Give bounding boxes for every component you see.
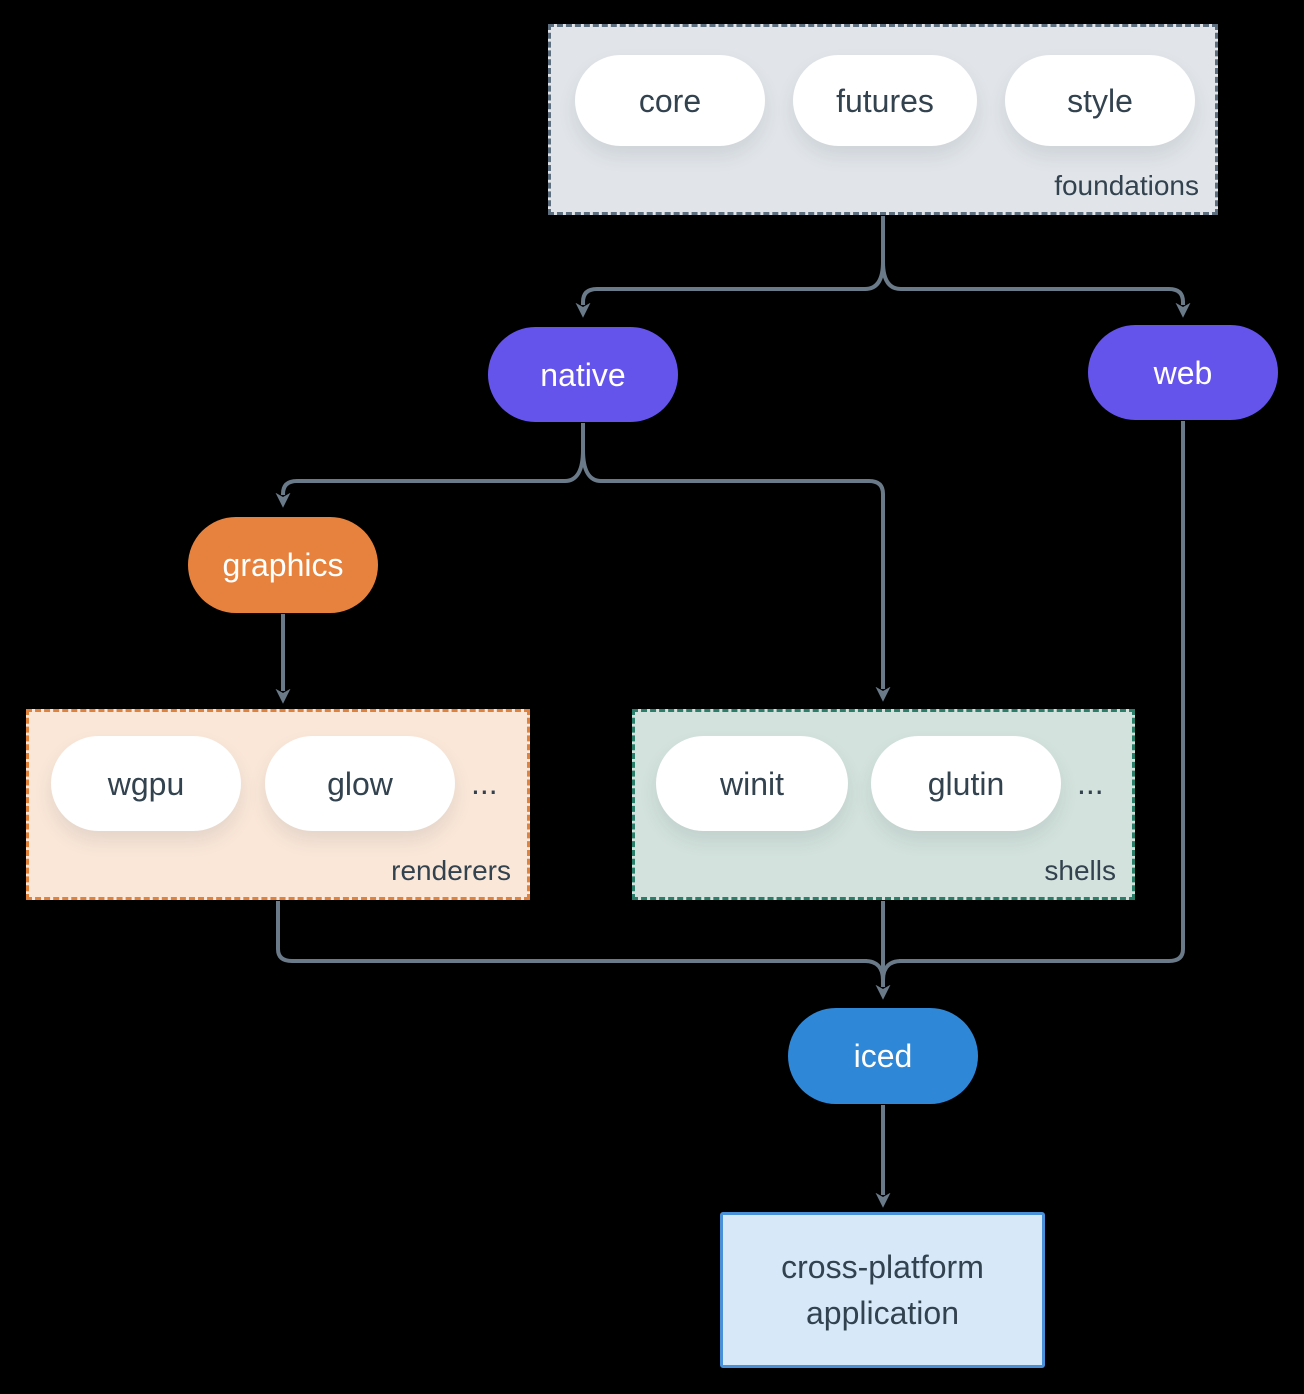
node-iced: iced bbox=[788, 1008, 978, 1104]
node-core: core bbox=[575, 55, 765, 146]
node-graphics-label: graphics bbox=[222, 547, 344, 583]
node-winit: winit bbox=[656, 736, 848, 831]
node-graphics: graphics bbox=[188, 517, 378, 613]
node-futures: futures bbox=[793, 55, 977, 146]
application-label-line1: cross-platform bbox=[781, 1248, 984, 1285]
edge-native-to-graphics bbox=[275, 449, 585, 508]
node-style: style bbox=[1005, 55, 1195, 146]
edge-merge-wing-right bbox=[881, 959, 902, 981]
node-cross-platform-application: cross-platform application bbox=[720, 1212, 1045, 1368]
node-glutin-label: glutin bbox=[927, 765, 1005, 802]
node-native: native bbox=[488, 327, 678, 422]
shells-ellipsis: ... bbox=[1077, 765, 1104, 801]
node-core-label: core bbox=[638, 82, 702, 119]
foundations-group-label: foundations bbox=[1054, 170, 1199, 201]
application-label-line2: application bbox=[806, 1295, 959, 1331]
edge-merge-wing-left bbox=[864, 959, 885, 981]
edge-foundations-to-native bbox=[575, 261, 885, 318]
node-wgpu: wgpu bbox=[51, 736, 241, 831]
node-native-label: native bbox=[540, 356, 626, 393]
shells-group-label: shells bbox=[1044, 855, 1116, 886]
node-glutin: glutin bbox=[871, 736, 1061, 831]
node-wgpu-label: wgpu bbox=[107, 765, 185, 802]
node-glow-label: glow bbox=[327, 765, 393, 802]
node-web-label: web bbox=[1153, 354, 1213, 391]
node-futures-label: futures bbox=[836, 82, 934, 119]
renderers-ellipsis: ... bbox=[471, 765, 498, 801]
renderers-group: wgpu glow ... renderers bbox=[26, 709, 530, 900]
foundations-group: core futures style foundations bbox=[548, 24, 1218, 215]
node-web: web bbox=[1088, 325, 1278, 420]
edge-renderers-to-merge bbox=[276, 901, 867, 963]
edge-native-to-shells bbox=[581, 449, 891, 702]
edge-foundations-to-web bbox=[881, 261, 1191, 318]
node-winit-label: winit bbox=[719, 765, 784, 802]
node-style-label: style bbox=[1067, 82, 1133, 119]
shells-group: winit glutin ... shells bbox=[632, 709, 1135, 900]
renderers-group-label: renderers bbox=[391, 855, 511, 886]
node-iced-label: iced bbox=[853, 1038, 913, 1074]
node-glow: glow bbox=[265, 736, 455, 831]
